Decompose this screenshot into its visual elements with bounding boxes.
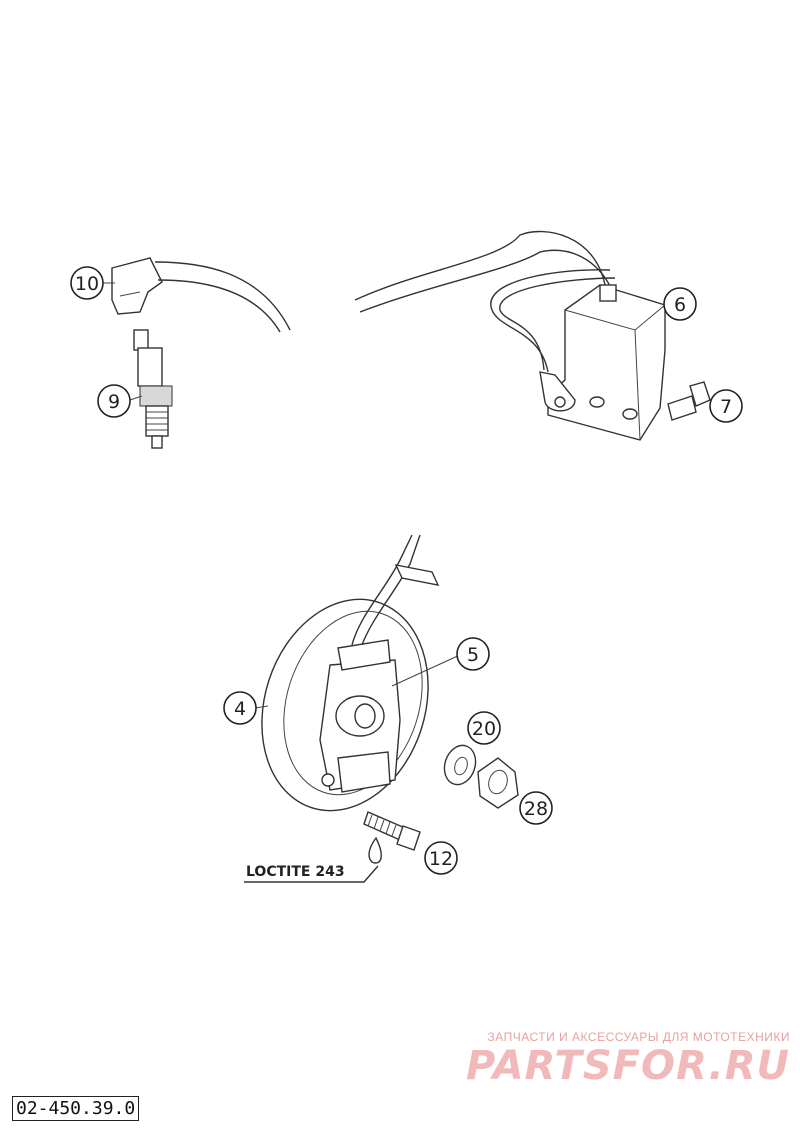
- callout-10: 10: [70, 266, 104, 300]
- nut: [477, 757, 519, 809]
- washer: [443, 744, 477, 786]
- drawing-number: 02-450.39.0: [12, 1096, 140, 1121]
- stator-screw: [363, 811, 421, 864]
- ht-lead: [354, 230, 613, 313]
- callout-4: 4: [223, 691, 257, 725]
- callout-5: 5: [456, 637, 490, 671]
- watermark: ЗАПЧАСТИ И АКСЕССУАРЫ ДЛЯ МОТОТЕХНИКИ PA…: [466, 1030, 790, 1088]
- callout-12: 12: [424, 841, 458, 875]
- coil-bolt: [667, 381, 711, 421]
- svg-text:7: 7: [720, 396, 732, 418]
- svg-text:5: 5: [467, 644, 479, 666]
- callout-28: 28: [519, 791, 553, 825]
- callout-6: 6: [663, 287, 697, 321]
- svg-text:12: 12: [429, 848, 453, 870]
- watermark-tagline: ЗАПЧАСТИ И АКСЕССУАРЫ ДЛЯ МОТОТЕХНИКИ: [487, 1030, 790, 1044]
- loctite-note: LOCTITE 243: [244, 864, 379, 883]
- callout-7: 7: [709, 389, 743, 423]
- svg-text:9: 9: [108, 391, 120, 413]
- svg-text:20: 20: [472, 718, 496, 740]
- svg-text:6: 6: [674, 294, 686, 316]
- svg-text:28: 28: [524, 798, 548, 820]
- svg-text:10: 10: [75, 273, 99, 295]
- spark-plug: [133, 329, 173, 449]
- stator-plate: [261, 534, 440, 812]
- svg-text:4: 4: [234, 698, 246, 720]
- loctite-label: LOCTITE 243: [246, 864, 345, 880]
- watermark-logo: PARTSFOR.RU: [465, 1043, 790, 1089]
- ignition-coil: [490, 269, 666, 441]
- callout-20: 20: [467, 711, 501, 745]
- callout-9: 9: [97, 384, 131, 418]
- spark-plug-cap: [111, 257, 291, 333]
